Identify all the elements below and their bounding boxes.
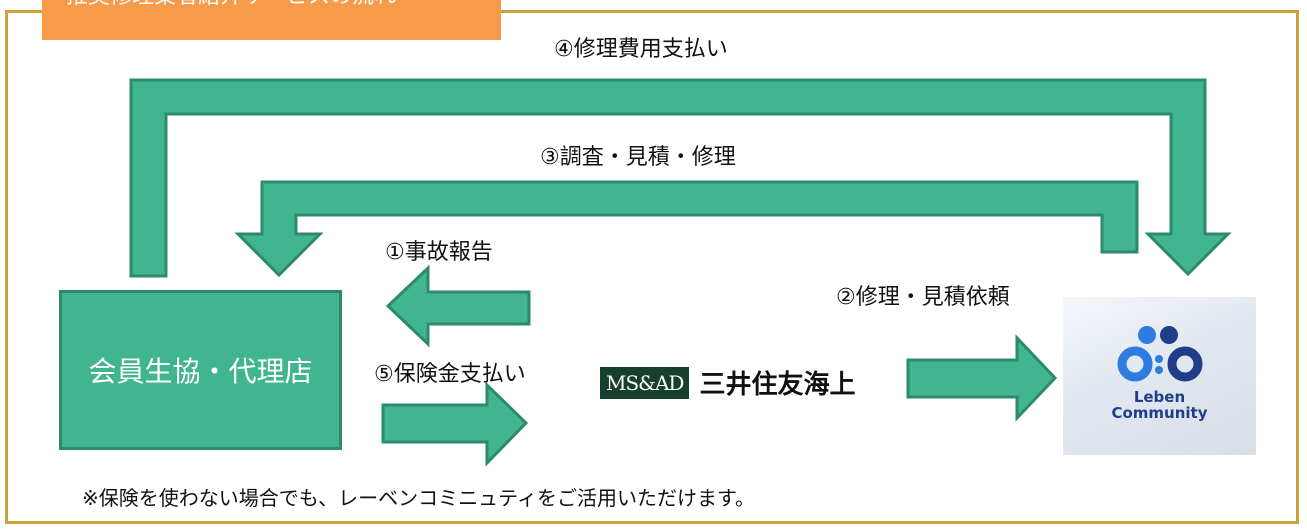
leben-line2: Community (1111, 404, 1208, 422)
diagram-frame (5, 10, 1299, 524)
arrow-repair-payment (129, 78, 1232, 278)
header-tab: 推奨修理業者紹介サービスの流れ (42, 0, 501, 40)
footnote: ※保険を使わない場合でも、レーベンコミニュティをご活用いただけます。 (82, 486, 755, 510)
arrow-accident-report (385, 264, 531, 348)
leben-community-logo: Leben Community (1063, 297, 1256, 455)
step-1-label: ①事故報告 (385, 240, 493, 265)
leben-line1: Leben (1133, 388, 1186, 406)
insurer-name: 三井住友海上 (699, 370, 856, 400)
step-5-label: ⑤保険金支払い (374, 362, 526, 387)
leben-wordmark: Leben Community (1063, 389, 1256, 421)
step-4-label: ④修理費用支払い (554, 37, 728, 62)
leben-icon (1117, 326, 1203, 382)
arrow-survey-estimate-repair (234, 180, 1139, 278)
member-coop-agency-box: 会員生協・代理店 (59, 290, 342, 450)
msad-mark: MS&AD (600, 366, 690, 399)
member-coop-agency-label: 会員生協・代理店 (88, 355, 313, 388)
step-2-label: ②修理・見積依頼 (836, 285, 1010, 310)
insurer-logo: MS&AD 三井住友海上 (600, 364, 855, 401)
step-3-label: ③調査・見積・修理 (540, 145, 736, 170)
header-title: 推奨修理業者紹介サービスの流れ (66, 0, 501, 10)
arrow-repair-request (906, 334, 1058, 422)
arrow-insurance-payment (381, 381, 529, 467)
